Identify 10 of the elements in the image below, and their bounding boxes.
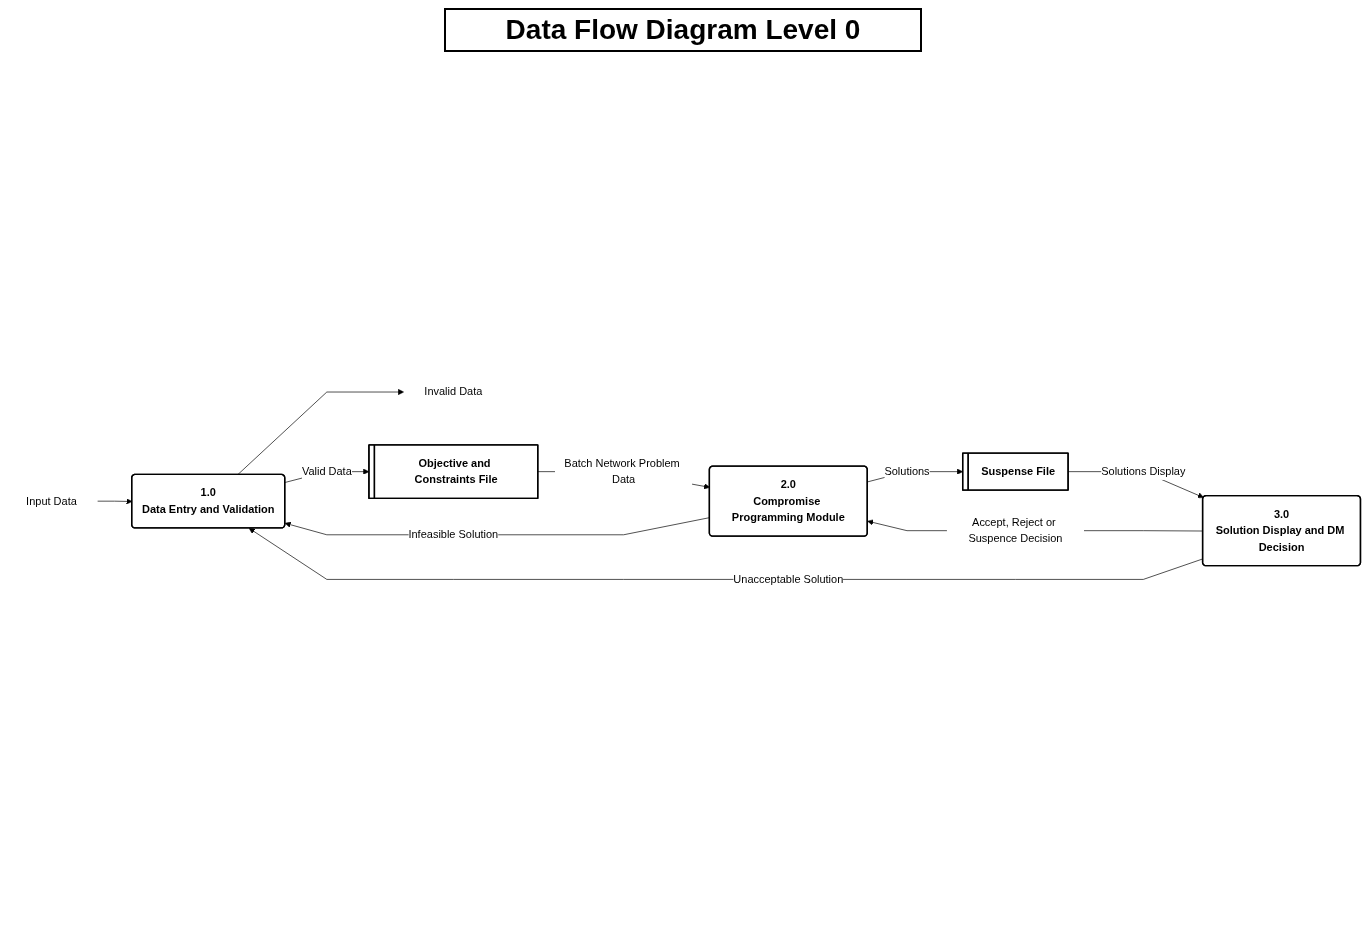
edge-label: Accept, Reject or Suspence Decision [968,516,1063,545]
edge-label: Valid Data [301,465,352,478]
edge-label: Infeasible Solution [408,529,499,541]
edge-label: Solutions [884,465,930,478]
edge-label: Solutions Display [1101,465,1186,478]
edge-label: Unacceptable Solution [733,573,844,586]
node-text: Input Data [26,495,77,508]
diagram-title: Data Flow Diagram Level 0 [443,8,923,52]
edge-label: Batch Network Problem Data [564,457,680,486]
node-text: Invalid Data [424,386,483,398]
